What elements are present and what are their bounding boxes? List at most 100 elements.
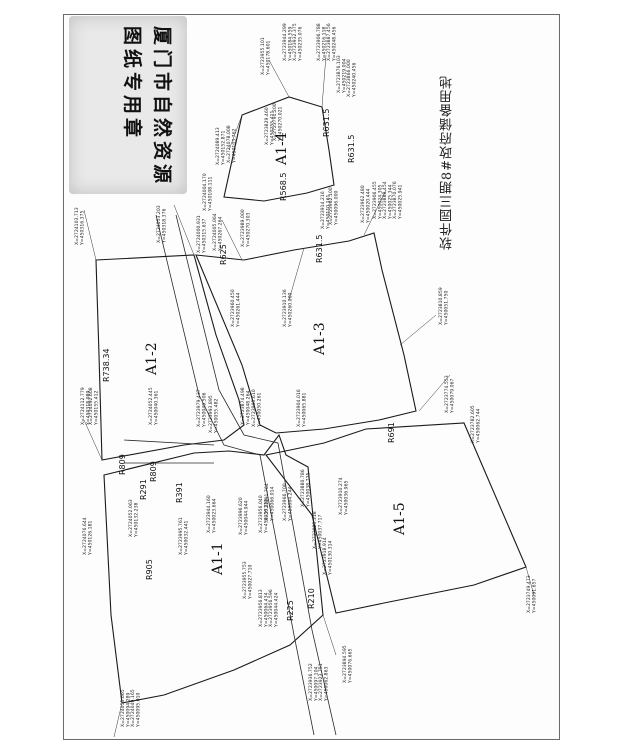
coordinate-label: X=2723874.498Y=450048.264 xyxy=(240,387,251,426)
coordinate-label: X=2723962.100Y=450096.000 xyxy=(328,187,339,226)
coordinate-label: X=2723936.752Y=450097.104 xyxy=(308,663,319,702)
coordinate-label: X=2724078.008Y=450103.762 xyxy=(226,125,237,164)
radius-label: R905 xyxy=(145,559,154,580)
plot-label-a1-3: A1-3 xyxy=(312,322,328,356)
stamp-text: 厦门市自然资源 图纸专用章 xyxy=(117,26,177,188)
coordinate-label: X=2724005.064Y=450267.264 xyxy=(212,213,223,252)
leader-line xyxy=(525,566,535,596)
coordinate-label: X=2723995.761Y=450032.441 xyxy=(178,517,189,556)
map-title: 软件园三期8#政府储备用地 xyxy=(440,75,455,251)
map-sheet: A1-1 A1-2 A1-3 A1-4 A1-5 R738.34 R905 R8… xyxy=(63,14,560,740)
plot-label-a1-5: A1-5 xyxy=(392,502,408,536)
coordinate-label: X=2724004.170Y=450108.111 xyxy=(202,173,213,212)
coordinate-label: X=2723962.480Y=450020.444 xyxy=(360,185,371,224)
coordinate-label: X=2723894.595Y=450076.665 xyxy=(342,645,353,684)
coordinate-label: X=2724112.779Y=450318.989 xyxy=(80,387,91,426)
leader-line xyxy=(363,189,387,236)
coordinate-label: X=2723993.895Y=450055.482 xyxy=(208,395,219,434)
stamp-line-2: 图纸专用章 xyxy=(121,26,143,142)
parcel-map: A1-1 A1-2 A1-3 A1-4 A1-5 R738.34 R905 R8… xyxy=(74,23,537,738)
coordinate-label: X=2723932.375Y=450235.076 xyxy=(292,23,303,62)
radius-label: R809 xyxy=(118,454,127,475)
plot-label-a1-2: A1-2 xyxy=(144,342,160,376)
parcel-boundary-a1-3 xyxy=(195,232,417,434)
coordinate-label: X=2724076.644Y=450126.181 xyxy=(82,517,93,556)
radius-label: R568.5 xyxy=(279,173,288,201)
coordinate-label: X=2724092.608Y=450155.412 xyxy=(88,387,99,426)
road-north-edge xyxy=(155,214,315,736)
coordinate-label: X=2723956.040Y=450056.355 xyxy=(258,495,269,534)
leader-line xyxy=(418,374,451,412)
road-south-edge xyxy=(175,214,337,736)
coordinate-label: X=2724052.445Y=450040.361 xyxy=(148,387,159,426)
radius-label: R631.5 xyxy=(315,235,324,263)
stamp-line-1: 厦门市自然资源 xyxy=(151,26,173,188)
coordinate-label: X=2724049.165Y=450095.010 xyxy=(130,689,141,728)
coordinate-label: X=2723923.318Y=450037.717 xyxy=(312,511,323,550)
leader-line xyxy=(173,204,195,256)
leader-line xyxy=(113,702,123,738)
coordinate-label: X=2723870.076Y=450025.941 xyxy=(392,181,403,220)
coordinate-label: X=2723906.788Y=450216.118 xyxy=(316,23,327,62)
coordinate-label: X=2724052.063Y=450132.238 xyxy=(128,499,139,538)
plot-label-a1-4: A1-4 xyxy=(274,132,290,166)
leader-line xyxy=(228,114,243,151)
coordinate-label: X=2723956.813Y=450064.434 xyxy=(258,589,269,628)
coordinate-label: X=2723910.136Y=450260.000 xyxy=(282,289,293,328)
coordinate-label: X=2723956.596Y=450044.424 xyxy=(268,589,279,628)
radius-label: R738.34 xyxy=(102,348,111,382)
coordinate-label: X=2723774.553Y=450079.067 xyxy=(444,375,455,414)
leader-line xyxy=(399,314,437,346)
radius-label: R691 xyxy=(387,422,396,443)
leader-line xyxy=(288,247,305,301)
coordinate-label: X=2723887.456Y=450248.456 xyxy=(326,23,337,62)
coordinate-label: X=2723905.610Y=450050.261 xyxy=(251,389,262,428)
coordinate-label: X=2723749.473Y=450091.657 xyxy=(526,575,537,614)
coordinate-label: X=2723791.200Y=450270.021 xyxy=(272,103,283,142)
coordinate-label: X=2723989.000Y=450270.303 xyxy=(240,209,251,248)
coordinate-label: X=2723966.700Y=450064.244 xyxy=(282,483,293,522)
stamp-background xyxy=(69,16,187,194)
radius-label: R391 xyxy=(175,482,184,503)
radius-label: R809 xyxy=(149,461,158,482)
coordinate-label: X=2723880.786Y=450038.725 xyxy=(300,469,311,508)
leader-line xyxy=(83,209,97,261)
coordinate-label: X=2723904.016Y=450065.881 xyxy=(296,389,307,428)
coordinate-label: X=2724000.931Y=450315.637 xyxy=(196,215,207,254)
coordinate-label: X=2723955.753Y=450027.710 xyxy=(242,561,253,600)
coordinate-label: X=2723955.101Y=450178.601 xyxy=(260,37,271,76)
coordinate-label: X=2723829.460Y=450255.411 xyxy=(264,107,275,146)
radius-label: R625 xyxy=(219,244,228,265)
coordinate-label: X=2723866.000Y=450240.456 xyxy=(346,59,357,98)
coordinate-label: X=2723923.751Y=450062.863 xyxy=(318,663,329,702)
radius-label: R291 xyxy=(139,479,148,500)
official-stamp: 厦门市自然资源 图纸专用章 xyxy=(69,16,187,194)
radius-label: R631.5 xyxy=(347,135,356,163)
coordinate-label: X=2724103.713Y=450316.375 xyxy=(74,207,85,246)
coordinate-label: X=2723906.455Y=450024.305 xyxy=(372,181,383,220)
coordinate-label: X=2723876.103Y=450219.004 xyxy=(336,55,347,94)
coordinate-label: X=2723996.620Y=450044.944 xyxy=(238,497,249,536)
plot-label-a1-1: A1-1 xyxy=(210,542,226,576)
coordinate-label: X=2723944.160Y=450023.664 xyxy=(206,495,217,534)
coordinate-label: X=2723888.454Y=450025.344 xyxy=(382,181,393,220)
coordinate-labels: X=2724103.713Y=450316.375 X=2724053.203Y… xyxy=(74,23,537,728)
coordinate-label: X=2723918.914Y=450130.314 xyxy=(322,537,333,576)
parcel-boundary-a1-5 xyxy=(265,422,527,614)
coordinate-label: X=2724089.413Y=450152.871 xyxy=(215,127,226,166)
radius-label: R210 xyxy=(307,588,316,609)
parcel-boundary-a1-1 xyxy=(103,433,324,704)
coordinate-label: X=2723960.450Y=450261.444 xyxy=(230,289,241,328)
radius-label: R225 xyxy=(286,600,295,621)
leader-line xyxy=(322,614,337,656)
leader-line xyxy=(221,219,243,261)
parcel-boundary-a1-4 xyxy=(223,96,335,202)
coordinate-label: X=2723914.216Y=450110.161 xyxy=(320,191,331,230)
coordinate-label: X=2723910.274Y=450036.965 xyxy=(338,477,349,516)
coordinate-label: X=2724055.665Y=450094.289 xyxy=(120,689,131,728)
leader-line xyxy=(83,419,103,461)
coordinate-label: X=2723979.437Y=450049.506 xyxy=(196,389,207,428)
road-east-west xyxy=(123,439,215,464)
coordinate-label: X=2723782.605Y=450062.744 xyxy=(470,405,481,444)
coordinate-label: X=2723944.299Y=450184.559 xyxy=(282,23,293,62)
